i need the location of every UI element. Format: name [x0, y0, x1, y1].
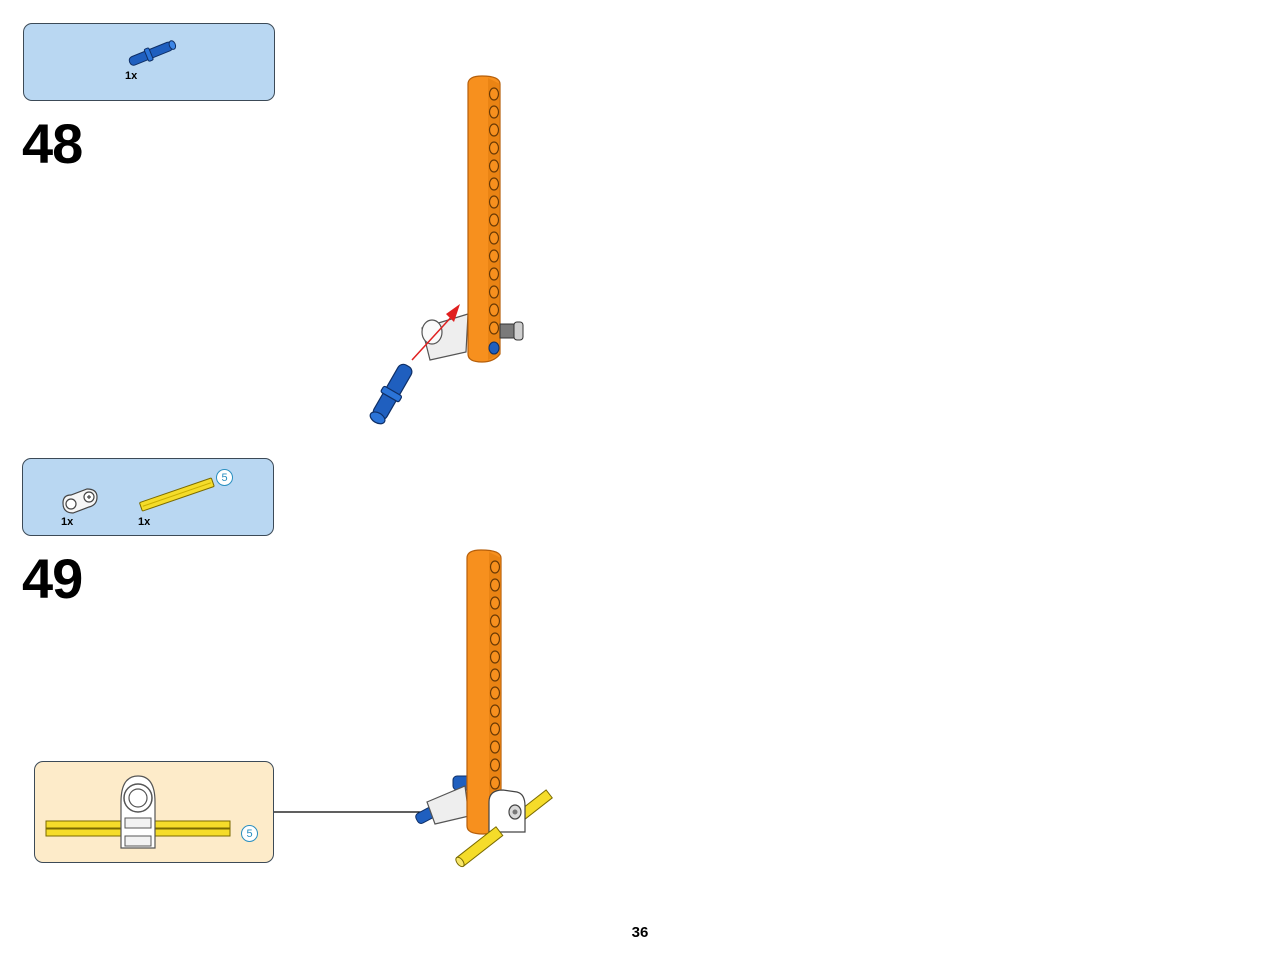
- step-48-assembly-illustration: [369, 75, 524, 425]
- part-quantity: 1x: [61, 516, 74, 528]
- white-cross-block-part-icon: [62, 488, 98, 514]
- part-quantity: 1x: [125, 70, 138, 82]
- axle-through-block-illustration: [45, 775, 231, 849]
- step-number-49: 49: [22, 547, 83, 610]
- blue-pin-part: [369, 363, 413, 425]
- callout-length-badge: 5: [241, 825, 258, 842]
- page-number: 36: [631, 924, 649, 941]
- step-49-assembly-illustration: [415, 549, 553, 868]
- insert-direction-arrow: [446, 304, 460, 322]
- step-number-48: 48: [22, 112, 83, 175]
- part-quantity: 1x: [138, 516, 151, 528]
- parts-list-step-49: 1x 1x 5: [22, 458, 274, 536]
- axle-length-callout: 5: [34, 761, 274, 863]
- yellow-axle-part: [455, 826, 504, 868]
- axle-length-badge: 5: [216, 469, 233, 486]
- blue-pin-part-icon: [128, 40, 177, 66]
- yellow-axle-part-icon: [139, 477, 215, 512]
- parts-list-step-48: 1x: [23, 23, 275, 101]
- white-cross-block: [488, 789, 526, 833]
